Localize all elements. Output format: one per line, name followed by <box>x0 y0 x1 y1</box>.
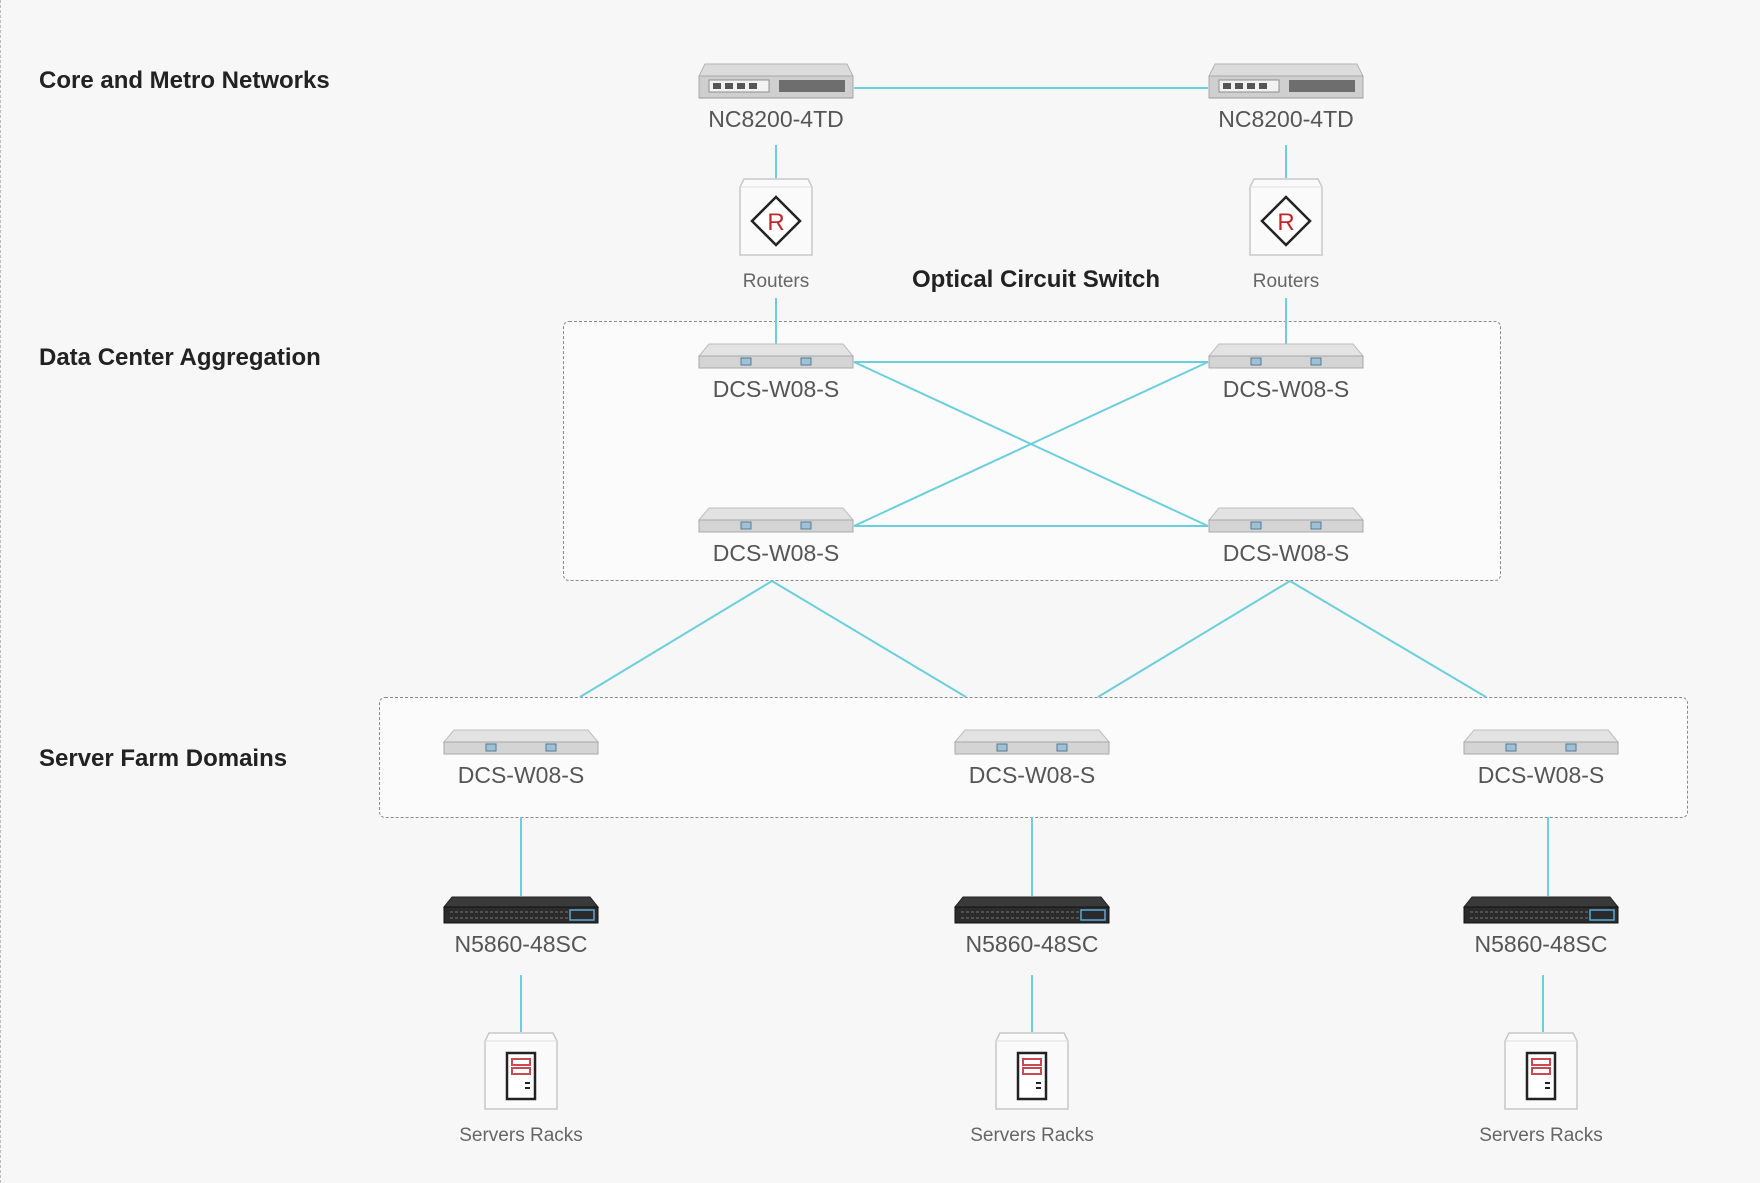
tor-switch-3[interactable]: N5860-48SC <box>1431 893 1651 958</box>
server-rack-label: Servers Racks <box>970 1125 1094 1146</box>
server-rack-node-2[interactable]: Servers Racks <box>922 1031 1142 1147</box>
core-chassis-icon <box>698 63 854 99</box>
server-rack-icon <box>1504 1032 1578 1110</box>
farm-switch-1[interactable]: DCS-W08-S <box>411 726 631 789</box>
link-agg-right-to-sw2 <box>1097 580 1291 698</box>
core-chassis-icon <box>1208 63 1364 99</box>
tor-switch-label: N5860-48SC <box>454 931 588 957</box>
tor-switch-icon <box>953 896 1111 924</box>
optical-circuit-switch-title: Optical Circuit Switch <box>912 266 1161 293</box>
tor-switch-icon <box>1462 896 1620 924</box>
agg-switch-label: DCS-W08-S <box>712 376 840 402</box>
link-agg-left-to-sw2 <box>771 580 967 698</box>
agg-switch-top-left[interactable]: DCS-W08-S <box>666 340 886 403</box>
farm-switch-3[interactable]: DCS-W08-S <box>1431 726 1651 789</box>
farm-switch-label: DCS-W08-S <box>457 762 585 788</box>
agg-switch-label: DCS-W08-S <box>1222 540 1350 566</box>
farm-switch-label: DCS-W08-S <box>1477 762 1605 788</box>
router-label: Routers <box>742 271 810 292</box>
tor-switch-label: N5860-48SC <box>1474 931 1608 957</box>
router-icon: R <box>1249 178 1323 256</box>
router-icon: R <box>739 178 813 256</box>
farm-switch-2[interactable]: DCS-W08-S <box>922 726 1142 789</box>
tor-switch-label: N5860-48SC <box>965 931 1099 957</box>
tor-switch-2[interactable]: N5860-48SC <box>922 893 1142 958</box>
optical-switch-icon <box>697 343 855 369</box>
optical-switch-icon <box>442 729 600 755</box>
tor-switch-icon <box>442 896 600 924</box>
link-agg-left-to-sw1 <box>579 580 773 698</box>
server-rack-icon <box>995 1032 1069 1110</box>
router-node-left[interactable]: R Routers <box>666 177 886 293</box>
link-agg-right-to-sw3 <box>1289 580 1487 698</box>
server-rack-label: Servers Racks <box>459 1125 583 1146</box>
agg-switch-label: DCS-W08-S <box>712 540 840 566</box>
router-glyph: R <box>1277 209 1294 236</box>
tier-label-core: Core and Metro Networks <box>39 67 330 94</box>
optical-switch-icon <box>953 729 1111 755</box>
server-farm-group <box>379 697 1688 818</box>
left-edge-rule <box>0 0 1 1183</box>
server-rack-node-3[interactable]: Servers Racks <box>1431 1031 1651 1147</box>
tor-switch-1[interactable]: N5860-48SC <box>411 893 631 958</box>
server-rack-label: Servers Racks <box>1479 1125 1603 1146</box>
farm-switch-label: DCS-W08-S <box>968 762 1096 788</box>
link-agg-cross-2 <box>853 361 1209 527</box>
tier-label-server-farm: Server Farm Domains <box>39 745 288 772</box>
agg-switch-bottom-left[interactable]: DCS-W08-S <box>666 504 886 567</box>
optical-switch-icon <box>1207 343 1365 369</box>
optical-switch-icon <box>1207 507 1365 533</box>
router-label: Routers <box>1252 271 1320 292</box>
server-rack-node-1[interactable]: Servers Racks <box>411 1031 631 1147</box>
agg-switch-bottom-right[interactable]: DCS-W08-S <box>1176 504 1396 567</box>
optical-switch-icon <box>1462 729 1620 755</box>
agg-switch-top-right[interactable]: DCS-W08-S <box>1176 340 1396 403</box>
router-glyph: R <box>767 209 784 236</box>
core-device-label: NC8200-4TD <box>708 106 844 132</box>
optical-switch-icon <box>697 507 855 533</box>
core-node-left[interactable]: NC8200-4TD <box>666 58 886 133</box>
server-rack-icon <box>484 1032 558 1110</box>
core-node-right[interactable]: NC8200-4TD <box>1176 58 1396 133</box>
agg-switch-label: DCS-W08-S <box>1222 376 1350 402</box>
router-node-right[interactable]: R Routers <box>1176 177 1396 293</box>
core-device-label: NC8200-4TD <box>1218 106 1354 132</box>
tier-label-aggregation: Data Center Aggregation <box>39 344 321 371</box>
